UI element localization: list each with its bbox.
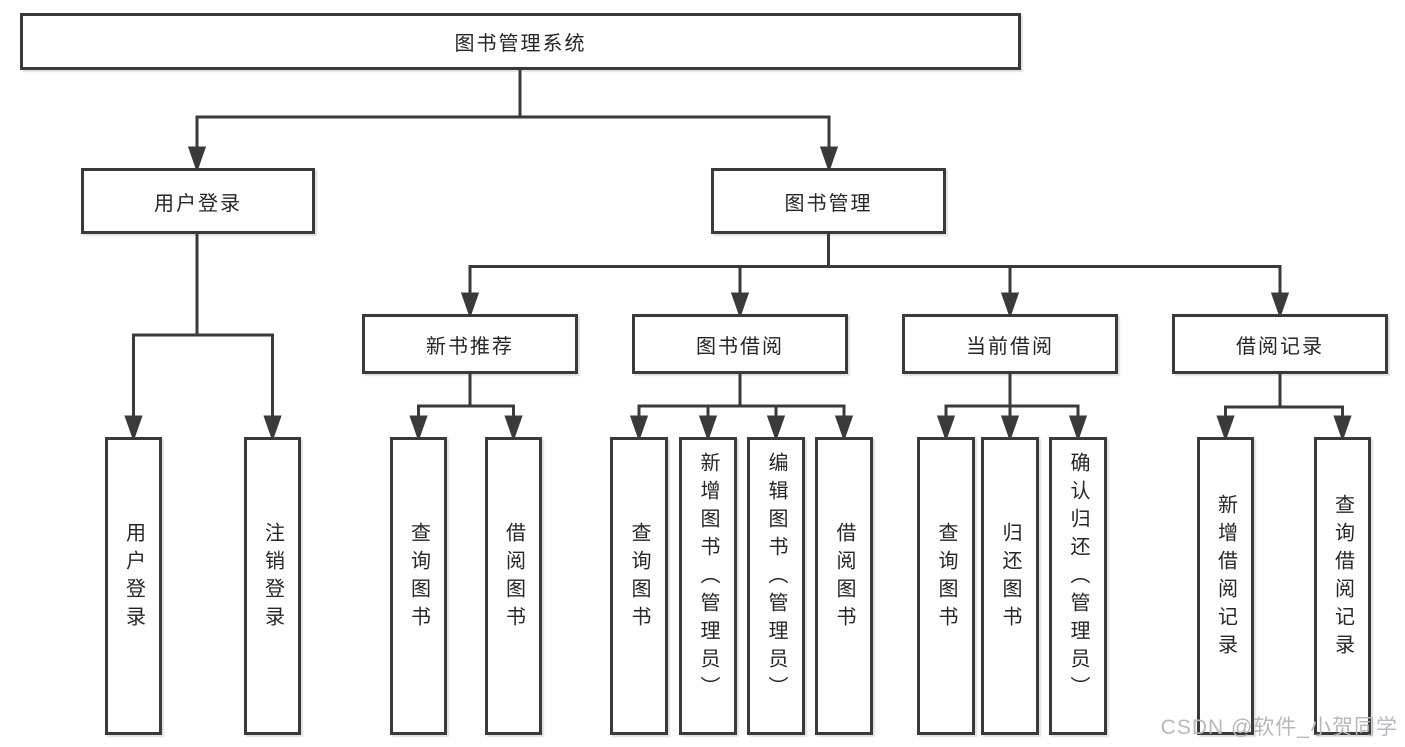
- arrow-down-icon: [819, 146, 839, 173]
- leaf-bookborrow-edit-books-admin: 编辑图书（管理员）: [747, 437, 805, 735]
- leaf-bookborrow-query-books: 查询图书: [610, 437, 668, 735]
- arrow-down-icon: [263, 415, 282, 442]
- arrow-down-icon: [730, 292, 750, 319]
- connector-root-to-level1: [187, 70, 839, 173]
- leaf-current-query-books: 查询图书: [917, 437, 975, 735]
- arrow-down-icon: [629, 415, 649, 442]
- leaf-records-query-record: 查询借阅记录: [1314, 437, 1371, 735]
- leaf-newbooks-query-books: 查询图书: [390, 437, 447, 735]
- leaf-current-return-books: 归还图书: [981, 437, 1039, 735]
- arrow-down-icon: [766, 415, 786, 442]
- leaf-label: 编辑图书（管理员）: [765, 452, 787, 704]
- arrow-down-icon: [1000, 292, 1020, 319]
- leaf-logout: 注销登录: [244, 437, 301, 735]
- connector-book-mgmt-to-level2: [460, 234, 1290, 319]
- connector-book-borrow-children: [629, 374, 854, 442]
- arrow-down-icon: [1333, 415, 1352, 442]
- leaf-label: 借阅图书: [833, 522, 855, 634]
- arrow-down-icon: [187, 146, 207, 173]
- leaf-label: 新增图书（管理员）: [697, 452, 719, 704]
- leaf-label: 查询图书: [407, 522, 430, 634]
- arrow-down-icon: [460, 292, 480, 319]
- leaf-label: 归还图书: [999, 522, 1021, 634]
- leaf-label: 确认归还（管理员）: [1067, 452, 1089, 704]
- arrow-down-icon: [1216, 415, 1235, 442]
- leaf-bookborrow-add-books-admin: 新增图书（管理员）: [679, 437, 737, 735]
- node-user-login: 用户登录: [81, 168, 315, 234]
- leaf-label: 借阅图书: [502, 522, 525, 634]
- arrow-down-icon: [409, 415, 428, 442]
- arrow-down-icon: [1270, 292, 1290, 319]
- leaf-label: 查询图书: [935, 522, 957, 634]
- arrow-down-icon: [698, 415, 718, 442]
- leaf-bookborrow-borrow-books: 借阅图书: [815, 437, 873, 735]
- arrow-down-icon: [1068, 415, 1088, 442]
- connector-new-books-children: [409, 374, 523, 442]
- node-book-mgmt: 图书管理: [711, 168, 946, 234]
- arrow-down-icon: [504, 415, 523, 442]
- connector-user-login-children: [124, 234, 282, 442]
- leaf-label: 新增借阅记录: [1214, 494, 1237, 662]
- node-book-borrow: 图书借阅: [632, 314, 848, 374]
- node-borrow-records: 借阅记录: [1172, 314, 1388, 374]
- leaf-current-confirm-return-admin: 确认归还（管理员）: [1049, 437, 1107, 735]
- connector-borrow-records-children: [1216, 374, 1352, 442]
- node-current-borrow: 当前借阅: [902, 314, 1118, 374]
- leaf-user-login: 用户登录: [105, 437, 162, 735]
- node-new-books: 新书推荐: [362, 314, 578, 374]
- leaf-label: 查询借阅记录: [1331, 494, 1354, 662]
- connector-current-borrow-children: [936, 374, 1088, 442]
- node-root: 图书管理系统: [20, 13, 1021, 70]
- leaf-label: 查询图书: [628, 522, 650, 634]
- arrow-down-icon: [124, 415, 143, 442]
- leaf-label: 用户登录: [122, 522, 145, 634]
- arrow-down-icon: [936, 415, 956, 442]
- leaf-records-add-record: 新增借阅记录: [1197, 437, 1254, 735]
- leaf-newbooks-borrow-books: 借阅图书: [485, 437, 542, 735]
- arrow-down-icon: [1000, 415, 1020, 442]
- arrow-down-icon: [834, 415, 854, 442]
- leaf-label: 注销登录: [261, 522, 284, 634]
